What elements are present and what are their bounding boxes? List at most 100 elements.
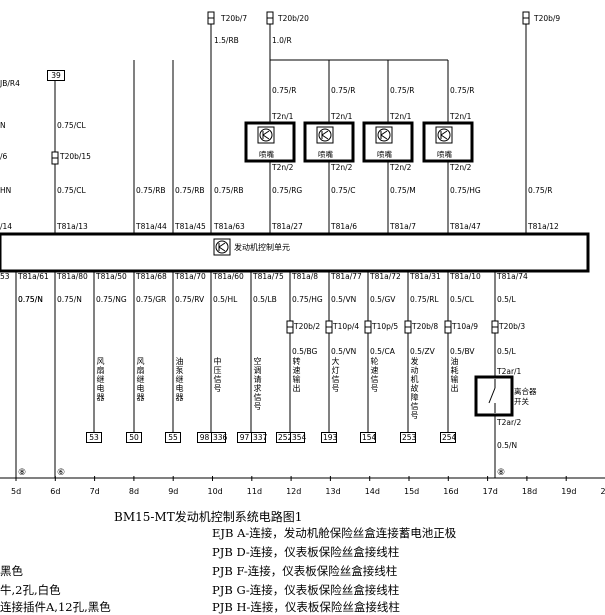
ecu-pin: T81a/6: [331, 223, 357, 231]
wire-label: 0.5/BG: [292, 348, 317, 356]
signal-label: 转速输出: [292, 357, 300, 393]
injector-label: 喷嘴: [377, 151, 392, 159]
wire-label: 1.0/R: [272, 37, 292, 45]
wire-label: 1.5/RB: [214, 37, 239, 45]
wire-label: 0.75/R: [528, 187, 552, 195]
ecu-pin: T81a/68: [136, 273, 167, 281]
ref-box: 98: [197, 432, 212, 443]
ecu-label: 发动机控制单元: [234, 244, 290, 252]
wire-label: 0.75/RG: [272, 187, 302, 195]
ecu-pin: T81a/77: [331, 273, 362, 281]
grid-label: 6d: [50, 488, 60, 496]
grid-label: 8d: [129, 488, 139, 496]
wire-label: 0.75/HG: [450, 187, 481, 195]
ecu-pin: T81a/74: [497, 273, 528, 281]
conn-label: T2ar/1: [497, 368, 521, 376]
injector-pin: T2n/2: [390, 164, 411, 172]
grid-label: 18d: [522, 488, 537, 496]
legend-line: PJB D-连接，仪表板保险丝盒接线柱: [212, 544, 399, 560]
grid-label: 9d: [168, 488, 178, 496]
wire-label: 0.75/RB: [136, 187, 166, 195]
conn-label: T10p/5: [372, 323, 398, 331]
ref-box: 354: [290, 432, 305, 443]
signal-label: 空调请求信号: [253, 357, 261, 411]
wire-label: 0.75/C: [331, 187, 355, 195]
wire-label: 0.5/CL: [450, 296, 474, 304]
grid-label: 7d: [90, 488, 100, 496]
wire-label: 0.5/VN: [331, 348, 356, 356]
edge-label: N: [0, 122, 6, 130]
signal-label: 发动机故障信号: [410, 357, 418, 420]
ecu-pin: T81a/60: [213, 273, 244, 281]
wire-label: 0.75/M: [390, 187, 416, 195]
signal-label: 油耗输出: [450, 357, 458, 393]
left-fragment: 连接插件A,12孔,黑色: [0, 599, 111, 615]
grid-label: 16d: [443, 488, 458, 496]
conn-label: T2ar/2: [497, 419, 521, 427]
grid-label: 2: [601, 488, 605, 496]
clutch-label: 开关: [514, 398, 529, 406]
wire-label: 0.75/R: [331, 87, 355, 95]
grid-label: 19d: [561, 488, 576, 496]
ref-box: 336: [211, 432, 226, 443]
wire-label: 0.5/N: [497, 442, 517, 450]
ref-box: 252: [276, 432, 291, 443]
conn-label: T20b/9: [534, 15, 560, 23]
wire-label: 0.75/N: [18, 296, 43, 304]
ref-box: 53: [86, 432, 102, 443]
injector-pin: T2n/2: [272, 164, 293, 172]
legend-line: EJB A-连接，发动机舱保险丝盒连接蓄电池正极: [212, 525, 456, 541]
wire-label: 0.5/CA: [370, 348, 395, 356]
injector-label: 喷嘴: [259, 151, 274, 159]
conn-label: T10a/9: [452, 323, 478, 331]
wire-label: 0.75/HG: [292, 296, 323, 304]
diagram-title: BM15-MT发动机控制系统电路图1: [114, 508, 302, 525]
ecu-pin: T81a/45: [175, 223, 206, 231]
box-39: 39: [47, 70, 65, 81]
edge-label: 53: [0, 273, 10, 281]
ecu-pin: T81a/75: [253, 273, 284, 281]
left-fragment: 牛,2孔,白色: [0, 582, 61, 598]
ecu-pin: T81a/44: [136, 223, 167, 231]
wire-label: 0.75/CL: [57, 187, 86, 195]
ref-box: 337: [251, 432, 266, 443]
conn-label: T20b/7: [221, 15, 247, 23]
conn-label: T20b/3: [499, 323, 525, 331]
wire-label: 0.75/R: [390, 87, 414, 95]
ecu-pin: T81a/47: [450, 223, 481, 231]
signal-label: 大灯信号: [331, 357, 339, 393]
grid-label: 10d: [208, 488, 223, 496]
ecu-pin: T81a/63: [214, 223, 245, 231]
signal-label: 风扇继电器: [136, 357, 144, 402]
ecu-pin: T81a/61: [18, 273, 49, 281]
grid-label: 15d: [404, 488, 419, 496]
injector-pin: T2n/1: [331, 113, 352, 121]
grid-label: 13d: [325, 488, 340, 496]
ref-box: 253: [400, 432, 416, 443]
clutch-label: 离合器: [514, 388, 537, 396]
conn-label: T20b/15: [60, 153, 91, 161]
wire-label: 0.75/RB: [175, 187, 205, 195]
conn-label: T20b/2: [294, 323, 320, 331]
ref-box: 55: [165, 432, 181, 443]
ecu-pin: T81a/72: [370, 273, 401, 281]
wire-label: 0.75/CL: [57, 122, 86, 130]
legend-line: PJB H-连接，仪表板保险丝盒接线柱: [212, 599, 400, 615]
injector-pin: T2n/1: [390, 113, 411, 121]
wire-label: 0.5/L: [497, 348, 516, 356]
ecu-pin: T81a/13: [57, 223, 88, 231]
injector-pin: T2n/1: [450, 113, 471, 121]
conn-label: T20b/20: [278, 15, 309, 23]
wire-label: 0.5/BV: [450, 348, 475, 356]
wire-label: 0.75/R: [272, 87, 296, 95]
edge-label: HN: [0, 187, 11, 195]
wire-label: 0.75/RB: [214, 187, 244, 195]
ground-mark: ⑧: [497, 469, 505, 477]
ecu-pin: T81a/10: [450, 273, 481, 281]
ecu-pin: T81a/80: [57, 273, 88, 281]
wiring-diagram: T20b/7 1.5/RB T20b/20 1.0/R T20b/9 JB/R4…: [0, 0, 605, 602]
grid-label: 5d: [11, 488, 21, 496]
wire-label: 0.75/N: [57, 296, 82, 304]
legend-line: PJB G-连接，仪表板保险丝盒接线柱: [212, 582, 399, 598]
wire-label: 0.75/GR: [136, 296, 166, 304]
